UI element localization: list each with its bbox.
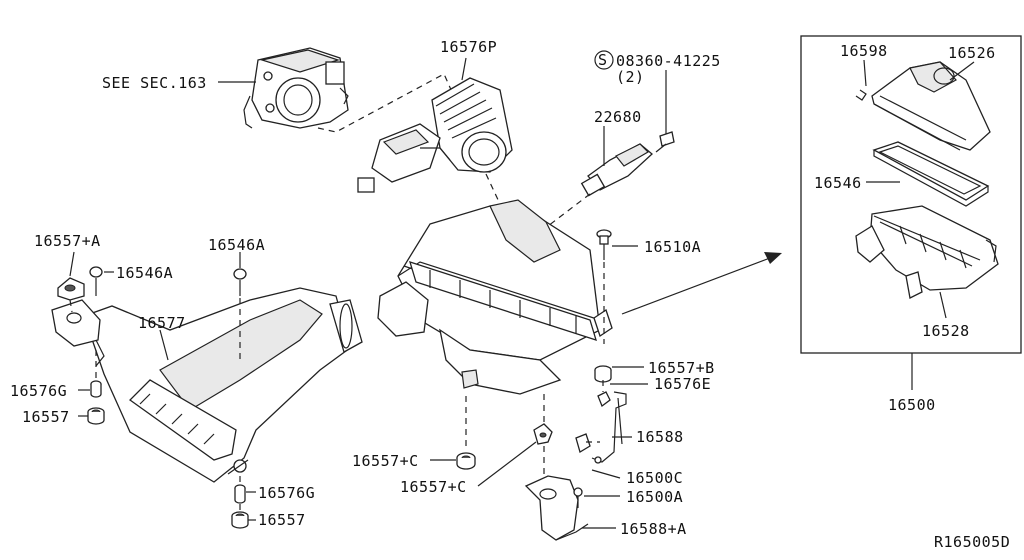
screw-icon [655,131,675,153]
detail-box [800,35,1022,354]
nut-16576E [597,391,611,408]
leader-16528 [939,291,947,319]
leader-16576P [461,57,467,81]
bracket-16500A [524,475,589,541]
label-16557C-a: 16557+C [352,452,419,470]
label-16528: 16528 [922,322,970,340]
link-duct-cleaner [485,173,501,205]
air-cleaner-assembly [377,199,613,395]
bolt-16546A-left [89,266,103,296]
label-16576P: 16576P [440,38,497,56]
clip-16500C [575,433,600,453]
leader-16577 [159,329,169,361]
label-16598: 16598 [840,42,888,60]
label-16546A-left: 16546A [116,264,173,282]
label-16557-a: 16557 [22,408,70,426]
bolt-16500A [573,487,583,508]
intake-duct [357,77,513,193]
upper-cover-16526 [871,61,991,151]
label-16546: 16546 [814,174,862,192]
label-16576G-a: 16576G [10,382,67,400]
grommet-16557-a [87,407,105,425]
collar-16576G-a [90,380,102,398]
grommet-16557B [594,365,612,383]
bolt-16546A-mid [233,268,247,296]
label-bolt-qty: (2) [616,68,645,86]
grommet-16557C-a [456,452,476,470]
label-16557A: 16557+A [34,232,101,250]
arrow-to-detail [621,252,782,315]
leader-16598 [863,59,867,87]
label-s-marker: S [598,51,608,69]
label-16576G-b: 16576G [258,484,315,502]
label-16526: 16526 [948,44,996,62]
leader-16557C-b [477,441,537,487]
grommet-16557A [57,277,85,301]
label-16557-b: 16557 [258,511,306,529]
label-16500A: 16500A [626,488,683,506]
bracket-16588 [591,391,627,464]
collar-16576G-b [234,484,246,504]
leader-16557A [69,251,75,277]
figure-id: R165005D [934,533,1010,551]
grommet-16557C-b [533,423,553,445]
label-16588: 16588 [636,428,684,446]
label-16557C-b: 16557+C [400,478,467,496]
grommet-16557-b [231,511,249,529]
clip-16598 [855,89,867,101]
link-throttle-duct [317,73,453,133]
link-16557A [69,299,73,313]
label-16510A: 16510A [644,238,701,256]
label-16500: 16500 [888,396,936,414]
label-16500C: 16500C [626,469,683,487]
leader-16500C [591,469,621,479]
label-16576E: 16576E [654,375,711,393]
label-16588A: 16588+A [620,520,687,538]
throttle-body [243,47,349,129]
resonator-16577 [51,287,363,483]
label-16577: 16577 [138,314,186,332]
leader-16526 [949,61,975,81]
maf-sensor [580,143,653,197]
label-bolt-spec: 08360-41225 [616,52,721,70]
filter-element-16546 [872,141,990,207]
link-maf-cleaner [547,193,591,227]
lower-case-16528 [855,205,999,299]
label-16546A-mid: 16546A [208,236,265,254]
bolt-16510A [596,229,612,260]
label-22680: 22680 [594,108,642,126]
s-marker: S [594,50,614,70]
label-see-sec: SEE SEC.163 [102,74,207,92]
label-16557B: 16557+B [648,359,715,377]
